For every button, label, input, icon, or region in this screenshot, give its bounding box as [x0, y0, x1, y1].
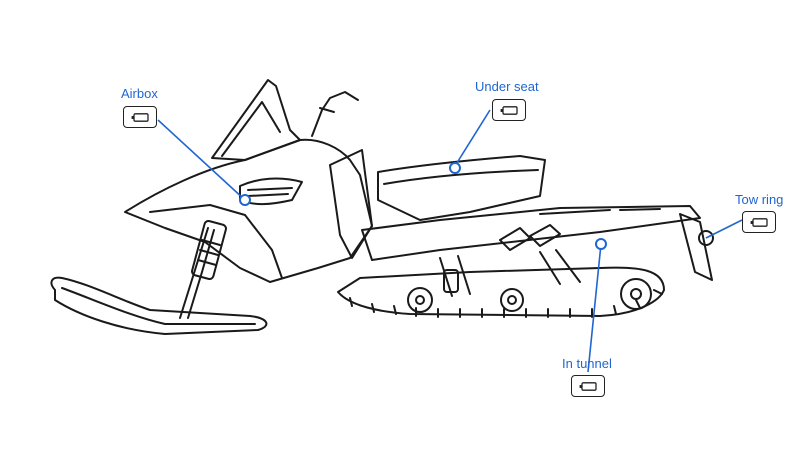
leader-line-airbox: [157, 119, 246, 201]
tunnel: [361, 205, 701, 261]
marker-in-tunnel: [595, 238, 607, 250]
handlebar: [311, 91, 359, 137]
leader-line-under-seat: [454, 109, 491, 167]
leader-line-tow-ring: [705, 219, 743, 239]
marker-airbox: [239, 194, 251, 206]
battery-icon: [571, 375, 605, 397]
marker-under-seat: [449, 162, 461, 174]
battery-icon: [742, 211, 776, 233]
bogie-wheel: [407, 287, 433, 313]
track: [337, 266, 665, 317]
hood: [124, 138, 373, 283]
battery-icon: [123, 106, 157, 128]
windshield: [211, 79, 301, 161]
seat: [377, 155, 546, 221]
callout-label-tow-ring: Tow ring: [735, 192, 784, 207]
leader-line-in-tunnel: [587, 243, 602, 373]
bogie-wheel: [500, 288, 524, 312]
callout-label-under-seat: Under seat: [475, 79, 539, 94]
callout-label-airbox: Airbox: [121, 86, 158, 101]
battery-icon: [492, 99, 526, 121]
ski: [50, 276, 268, 335]
rear-idler-wheel: [620, 278, 652, 310]
callout-label-in-tunnel: In tunnel: [562, 356, 612, 371]
